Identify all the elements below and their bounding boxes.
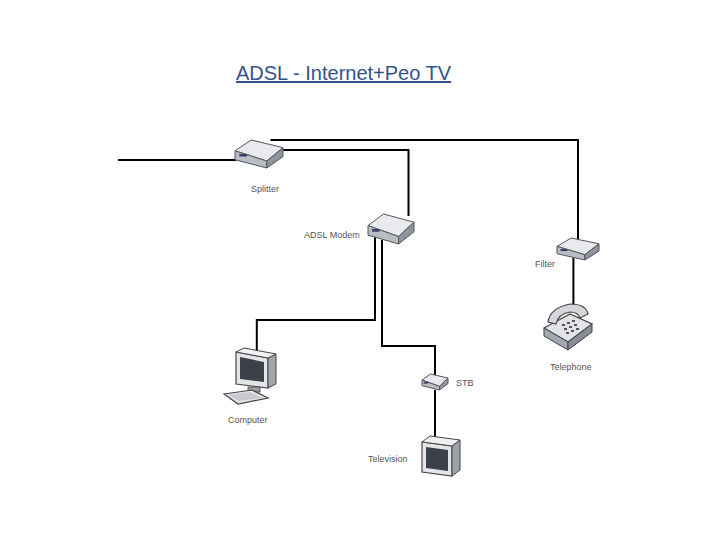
device-icon bbox=[555, 236, 601, 262]
cable-connector bbox=[435, 390, 436, 438]
computer-device: Computer bbox=[222, 348, 280, 406]
device-label: ADSL Modem bbox=[304, 230, 360, 240]
device-label: Television bbox=[368, 454, 408, 464]
splitter-device: Splitter bbox=[233, 138, 285, 170]
device-label: STB bbox=[456, 378, 474, 388]
device-icon bbox=[418, 434, 462, 478]
stb-device: STB bbox=[420, 372, 450, 392]
cable-connector bbox=[382, 240, 435, 376]
filter-device: Filter bbox=[555, 236, 601, 262]
device-label: Telephone bbox=[550, 362, 592, 372]
device-label: Splitter bbox=[251, 184, 279, 194]
telephone-device: Telephone bbox=[540, 300, 596, 352]
device-label: Filter bbox=[535, 259, 555, 269]
cable-connector bbox=[283, 150, 409, 216]
cable-connector bbox=[270, 140, 578, 242]
device-icon bbox=[366, 212, 416, 246]
modem-device: ADSL Modem bbox=[366, 212, 416, 246]
incoming-line bbox=[118, 159, 236, 161]
device-label: Computer bbox=[228, 415, 268, 425]
cable-line bbox=[270, 140, 578, 242]
cable-line bbox=[382, 240, 435, 376]
cable-line bbox=[283, 150, 409, 216]
device-icon bbox=[222, 348, 280, 406]
cable-line bbox=[257, 236, 375, 354]
device-icon bbox=[420, 372, 450, 392]
device-icon bbox=[540, 300, 596, 352]
device-icon bbox=[233, 138, 285, 170]
diagram-title: ADSL - Internet+Peo TV bbox=[236, 62, 451, 85]
cable-connector bbox=[257, 236, 375, 354]
television-device: Television bbox=[418, 434, 462, 478]
cable-line bbox=[434, 390, 436, 438]
